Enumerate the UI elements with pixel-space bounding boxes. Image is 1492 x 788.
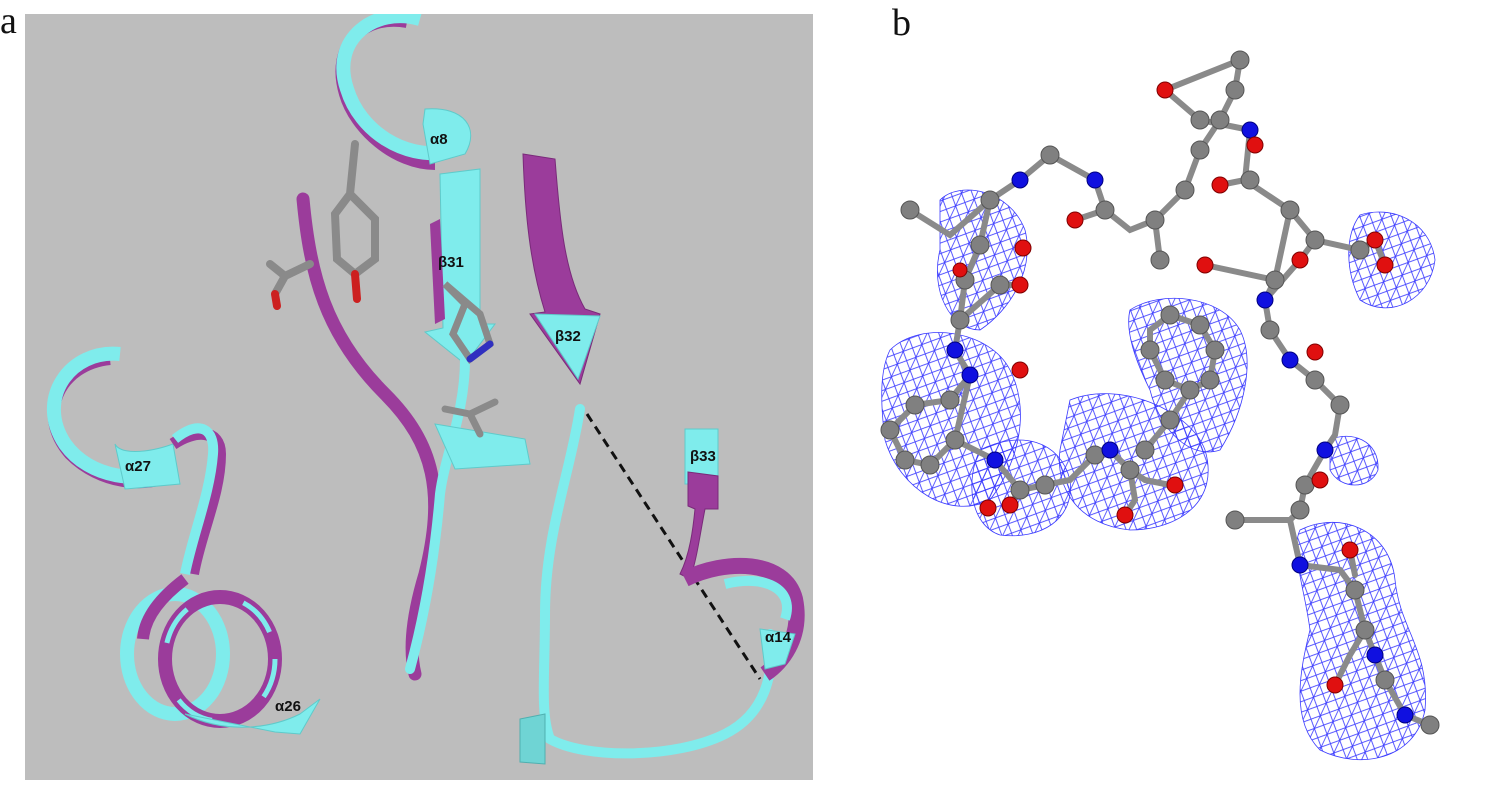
helix-alpha14 bbox=[681, 557, 805, 681]
label-alpha14: α14 bbox=[765, 629, 792, 646]
ball-and-stick-diagram bbox=[880, 50, 1440, 761]
side-chain-tyrosine bbox=[266, 140, 379, 310]
loop-cyan-bottom bbox=[538, 404, 777, 759]
strand-beta33 bbox=[679, 428, 719, 580]
label-alpha26: α26 bbox=[275, 698, 301, 715]
dashed-distance-line bbox=[585, 413, 762, 680]
panel-b-letter: b bbox=[892, 2, 911, 44]
panel-a-letter: a bbox=[0, 0, 17, 42]
helix-alpha26 bbox=[120, 574, 321, 735]
sheet-fragment bbox=[434, 423, 531, 470]
loop-terminus bbox=[519, 713, 546, 765]
label-alpha8: α8 bbox=[430, 131, 448, 148]
side-chain-histidine bbox=[441, 281, 499, 438]
label-beta32: β32 bbox=[555, 328, 581, 345]
panel-a-ribbon-structure: α8 β31 β32 β33 α14 bbox=[25, 9, 813, 780]
label-alpha27: α27 bbox=[125, 458, 151, 475]
atoms-oxygen bbox=[952, 81, 1394, 694]
label-beta31: β31 bbox=[438, 254, 464, 271]
helix-alpha27 bbox=[47, 346, 227, 576]
strand-purple-long bbox=[296, 192, 442, 681]
atoms-nitrogen bbox=[946, 121, 1414, 724]
strand-beta32 bbox=[522, 153, 601, 386]
ribbon-diagram: α8 β31 β32 β33 α14 bbox=[47, 9, 805, 765]
strand-cyan-mid bbox=[405, 354, 470, 674]
panel-b-electron-density bbox=[860, 30, 1492, 783]
helix-alpha8 bbox=[335, 9, 472, 170]
atoms-carbon bbox=[880, 50, 1440, 735]
label-beta33: β33 bbox=[690, 448, 716, 465]
